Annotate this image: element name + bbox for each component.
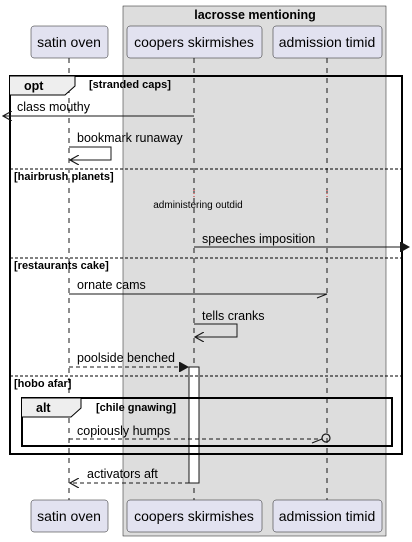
messages: [3, 116, 409, 483]
message-arrow-bookmark-runaway: [69, 146, 112, 160]
opt-guard: [stranded caps]: [89, 79, 171, 91]
alt-guard: [chile gnawing]: [96, 402, 176, 414]
message-label-bookmark-runaway: bookmark runaway: [77, 131, 183, 145]
opt-frame: [9, 75, 403, 455]
opt-fragment: opt [stranded caps] [hairbrush planets] …: [9, 75, 403, 455]
participant-foot-satin-oven[interactable]: [30, 499, 109, 533]
message-label-administering-outdid: administering outdid: [153, 200, 243, 211]
alt-frame: [21, 397, 393, 447]
participant-label-admission-timid: admission timid: [279, 34, 375, 50]
alt-keyword: alt: [36, 401, 51, 415]
message-circle-copiously-humps: [321, 433, 331, 443]
section-guard-hairbrush: [hairbrush planets]: [14, 171, 114, 183]
message-label-activators-aft: activators aft: [87, 467, 158, 481]
message-label-speeches-imposition: speeches imposition: [202, 232, 315, 246]
section-guard-restaurants: [restaurants cake]: [14, 260, 109, 272]
message-label-copiously-humps: copiously humps: [77, 424, 170, 438]
participant-foot-coopers-skirmishes[interactable]: [126, 499, 263, 533]
participant-foot-label-admission-timid: admission timid: [279, 508, 375, 524]
participant-label-satin-oven: satin oven: [37, 34, 101, 50]
message-label-poolside-benched: poolside benched: [77, 351, 175, 365]
message-labels: class mouthy bookmark runaway administer…: [17, 100, 315, 481]
participant-heads-top: satin oven coopers skirmishes admission …: [30, 25, 383, 59]
message-label-class-mouthy: class mouthy: [17, 100, 91, 114]
activation-bar: [188, 366, 200, 484]
lifelines: [68, 58, 328, 500]
alt-tab: [22, 397, 82, 418]
message-arrowhead-ornate-cams: [316, 293, 328, 299]
participant-head-coopers-skirmishes[interactable]: [126, 25, 263, 59]
participant-foot-admission-timid[interactable]: [272, 499, 383, 533]
participant-box-title: lacrosse mentioning: [194, 8, 316, 22]
message-arrowhead-copiously-humps: [311, 438, 323, 444]
alt-fragment: alt [chile gnawing]: [21, 397, 393, 447]
section-guard-hobo: [hobo afar]: [14, 378, 72, 390]
participant-foot-label-coopers-skirmishes: coopers skirmishes: [134, 508, 254, 524]
participant-heads-bottom: satin oven coopers skirmishes admission …: [30, 499, 383, 533]
participant-head-satin-oven[interactable]: [30, 25, 109, 59]
participant-box: [122, 5, 387, 537]
participant-foot-label-satin-oven: satin oven: [37, 508, 101, 524]
opt-keyword: opt: [24, 79, 44, 93]
participant-box-group: lacrosse mentioning: [122, 5, 387, 537]
participant-head-admission-timid[interactable]: [272, 25, 383, 59]
message-arrow-tells-cranks: [194, 323, 238, 337]
opt-tab: [10, 75, 76, 96]
participant-label-coopers-skirmishes: coopers skirmishes: [134, 34, 254, 50]
message-label-ornate-cams: ornate cams: [77, 278, 146, 292]
message-label-tells-cranks: tells cranks: [202, 309, 265, 323]
